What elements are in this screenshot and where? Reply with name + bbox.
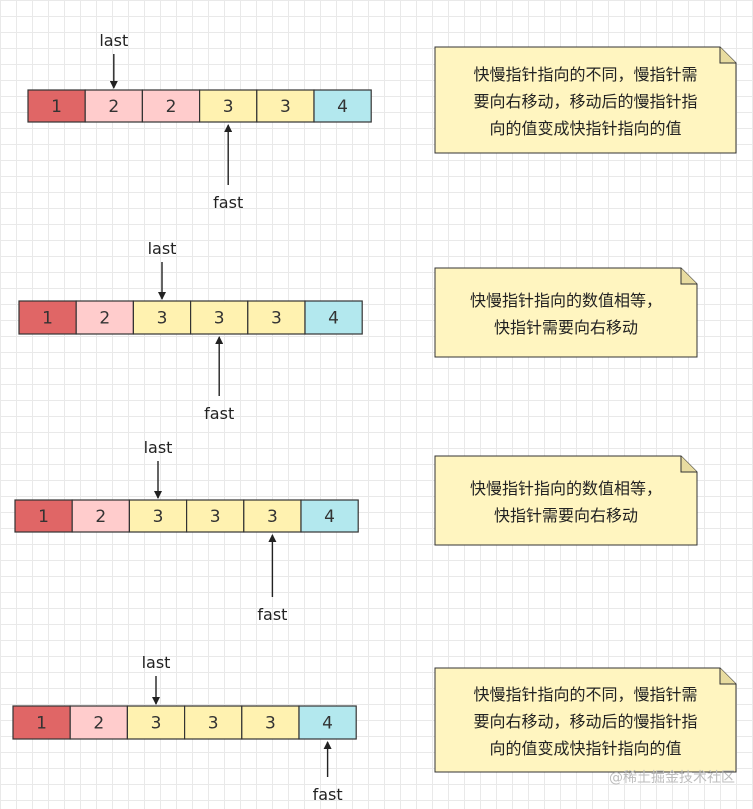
step-1: 1 2 2 3 3 4 last fast 快慢指针指向的不同，慢指针需要向右移动，移动后的慢指…	[27, 31, 737, 212]
note-fold-corner	[680, 456, 697, 473]
array-cell	[241, 705, 300, 740]
array-cell-value: 2	[95, 507, 106, 527]
step-4: 1 2 3 3 3 4 last fast 快慢指针指向的不同，慢指针需要向右移动，移动后的慢指…	[12, 653, 737, 804]
note-text-line: 快指针需要向右移动	[494, 318, 638, 337]
note-text-line: 快慢指针指向的不同，慢指针需	[473, 685, 697, 704]
array-cell-value: 4	[328, 309, 339, 329]
array-cell	[132, 300, 192, 335]
array-cell	[304, 300, 363, 335]
note-text-line: 要向右移动，移动后的慢指针指	[473, 92, 697, 111]
fast-pointer-label: fast	[204, 404, 234, 423]
note-box	[434, 46, 737, 154]
array-cell	[247, 300, 306, 335]
note-text-line: 向的值变成快指针指向的值	[489, 739, 681, 758]
note-box	[434, 267, 698, 358]
note-text-line: 向的值变成快指针指向的值	[489, 119, 681, 138]
array-cell-value: 2	[99, 309, 110, 329]
note-fold-corner	[719, 668, 736, 685]
last-pointer-label: last	[144, 438, 173, 457]
array-cell	[12, 705, 71, 740]
array-cell	[186, 499, 245, 533]
fast-pointer-label: fast	[257, 605, 287, 624]
step-2: 1 2 3 3 3 4 last fast 快慢指针指向的数值相等， 快指针需要向右移动	[18, 239, 698, 423]
array-cell	[141, 89, 201, 123]
array-cell	[14, 499, 73, 533]
note-text-line: 快慢指针指向的数值相等，	[470, 479, 662, 498]
array-cell	[128, 499, 188, 533]
note-box	[434, 667, 737, 773]
note-text-line: 快慢指针指向的不同，慢指针需	[473, 65, 697, 84]
array-cell-value: 3	[223, 97, 234, 117]
step-3: 1 2 3 3 3 4 last fast 快慢指针指向的数值相等， 快指针需要向右移动	[14, 438, 698, 624]
array-cell	[84, 89, 143, 123]
last-pointer-label: last	[99, 31, 128, 50]
note-fold-corner	[719, 47, 736, 64]
array-cell-value: 3	[151, 714, 162, 734]
array-cell	[313, 89, 372, 123]
array-cell-value: 4	[322, 714, 333, 734]
array-cell-value: 4	[324, 507, 335, 527]
note-text-line: 快指针需要向右移动	[494, 506, 638, 525]
array-cell-value: 2	[108, 97, 119, 117]
array-cell-value: 3	[157, 309, 168, 329]
array-cell-value: 1	[38, 507, 49, 527]
array-cell-value: 2	[166, 97, 177, 117]
array-cell	[69, 705, 128, 740]
array-cell-value: 3	[153, 507, 164, 527]
fast-pointer-label: fast	[313, 785, 343, 804]
last-pointer-label: last	[142, 653, 171, 672]
array-cell-value: 3	[267, 507, 278, 527]
note-text-line: 快慢指针指向的数值相等，	[470, 291, 662, 310]
array-cell-value: 1	[36, 714, 47, 734]
note-text-line: 要向右移动，移动后的慢指针指	[473, 712, 697, 731]
fast-pointer-label: fast	[213, 193, 243, 212]
array-cell	[298, 705, 357, 740]
array-cell-value: 3	[214, 309, 225, 329]
array-cell	[300, 499, 359, 533]
array-cell-value: 2	[93, 714, 104, 734]
array-cell	[256, 89, 315, 123]
array-cell	[126, 705, 186, 740]
array-cell-value: 4	[337, 97, 348, 117]
array-cell	[184, 705, 243, 740]
array-cell-value: 3	[265, 714, 276, 734]
note-box	[434, 455, 698, 546]
array-cell-value: 1	[51, 97, 62, 117]
array-cell-value: 3	[280, 97, 291, 117]
note-fold-corner	[680, 268, 697, 285]
array-cell-value: 3	[271, 309, 282, 329]
array-cell-value: 3	[210, 507, 221, 527]
last-pointer-label: last	[148, 239, 177, 258]
array-cell-value: 3	[208, 714, 219, 734]
array-cell-value: 1	[42, 309, 53, 329]
watermark-text: @稀土掘金技术社区	[609, 770, 735, 786]
array-cell	[27, 89, 86, 123]
